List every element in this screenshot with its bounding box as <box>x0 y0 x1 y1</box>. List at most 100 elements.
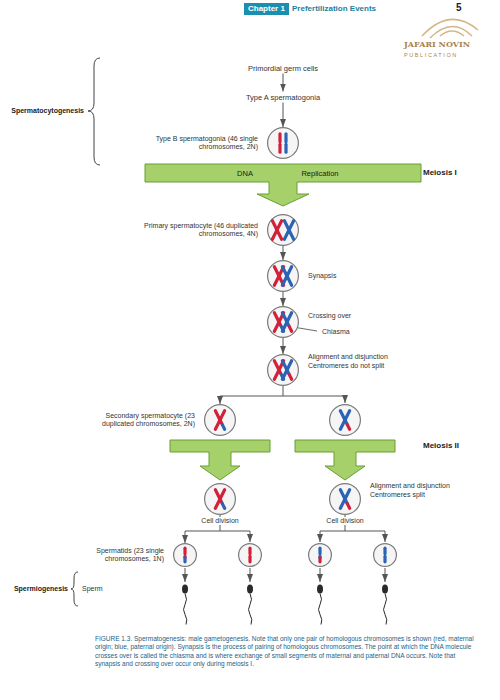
replication-band: DNA Replication <box>145 164 421 182</box>
chromatid <box>248 556 251 562</box>
stage-label: Centromeres split <box>369 491 481 499</box>
chromatid <box>284 134 287 142</box>
stage-label: Spermatids (23 single chromosomes, 1N) <box>83 547 165 564</box>
chromatid <box>248 548 251 554</box>
sperm-head <box>317 585 323 594</box>
cell-shape <box>329 483 361 515</box>
stage-bracket-label: Spermatocytogenesis <box>11 107 84 115</box>
watermark: PUBLICATION <box>404 52 458 59</box>
cell-outline <box>239 544 262 567</box>
flow-arrow <box>220 386 283 404</box>
chromatid <box>289 375 291 380</box>
cell-circle: Alignment and disjunctionCentromeres spl… <box>329 483 361 515</box>
cell-circle: Spermatids (23 single chromosomes, 1N) <box>173 543 197 567</box>
running-head: Prefertilization Events <box>292 4 376 14</box>
sperm-head <box>382 585 388 594</box>
bracket <box>71 572 78 606</box>
cell-shape <box>267 354 299 386</box>
cell-shape <box>267 260 299 292</box>
division-line <box>283 396 345 403</box>
meiosis-arrow <box>170 440 270 480</box>
flow-arrow <box>283 74 284 92</box>
stage-box: Type A spermatogonia <box>244 92 322 103</box>
cell-outline <box>174 544 197 567</box>
cell-circle: Synapsis <box>267 260 299 292</box>
stage-label: Centromeres do not split <box>307 362 439 370</box>
cell-outline <box>268 128 299 159</box>
cell-shape <box>204 483 236 515</box>
chromatid <box>183 558 186 562</box>
division-line <box>250 568 251 582</box>
cell-shape <box>173 543 197 567</box>
division-line <box>185 568 186 582</box>
stage-bracket-label: Spermiogenesis <box>14 585 68 593</box>
chromatid <box>278 134 281 142</box>
sperm-tail <box>384 594 387 625</box>
stage-label: Alignment and disjunction <box>369 482 481 490</box>
band-fill <box>145 164 421 206</box>
stage-label: Sperm <box>82 585 103 593</box>
band-label: Replication <box>301 169 338 178</box>
cell-outline <box>268 355 299 386</box>
flow-arrow <box>283 338 284 354</box>
flow-arrow <box>283 103 284 128</box>
cell-circle: Crossing overChiasma <box>267 306 299 338</box>
stage-label: Crossing over <box>307 312 389 320</box>
stage-label: Primary spermatocyte (46 duplicated chro… <box>132 222 259 239</box>
chromatid <box>278 144 281 152</box>
cell-outline <box>268 215 299 246</box>
chapter-tag: Chapter 1 <box>244 3 289 15</box>
band-label: DNA <box>237 169 253 178</box>
cell-circle: Cell division <box>204 483 236 515</box>
chromatid <box>222 425 224 430</box>
cell-outline <box>374 544 397 567</box>
cell-outline <box>309 544 332 567</box>
cell-circle: Alignment and disjunctionCentromeres do … <box>267 354 299 386</box>
phase-label: Meiosis I <box>423 168 457 178</box>
page-number: 5 <box>456 2 462 14</box>
chromatid <box>289 327 291 332</box>
flow-arrow <box>283 292 284 306</box>
cell-outline <box>268 261 299 292</box>
sperm-head <box>182 585 188 594</box>
chromatid <box>287 276 292 285</box>
watermark: JAFARI NOVIN <box>404 40 470 50</box>
phase-label: Meiosis II <box>423 441 459 451</box>
stage-box: Primordial germ cells <box>246 63 320 74</box>
cell-shape <box>267 214 299 246</box>
stage-label: Primordial germ cells <box>248 64 318 73</box>
flow-arrow <box>283 246 284 260</box>
chromatid <box>318 558 321 562</box>
cell-outline <box>268 307 299 338</box>
chromatid <box>284 144 287 152</box>
division-line <box>320 531 385 542</box>
sperm-head <box>247 585 253 594</box>
chromatid <box>347 425 349 430</box>
cell-shape <box>204 404 236 436</box>
sperm-tail <box>319 594 322 625</box>
cell-shape <box>267 306 299 338</box>
cell-outline <box>205 405 236 436</box>
cell-circle: Type B spermatogonia (46 single chromoso… <box>267 127 299 159</box>
chromatid <box>347 504 349 509</box>
cell-circle: Primary spermatocyte (46 duplicated chro… <box>267 214 299 246</box>
chromatid <box>383 556 386 562</box>
cell-outline <box>330 405 361 436</box>
division-line <box>320 568 321 582</box>
sperm-tail <box>249 594 252 625</box>
logo-ornament <box>440 31 464 36</box>
cell-shape <box>267 127 299 159</box>
stage-label: Synapsis <box>307 272 389 280</box>
stage-label: Cell division <box>200 517 239 525</box>
division-line <box>220 531 250 542</box>
stage-label: Chiasma <box>321 328 383 336</box>
stage-label: Secondary spermatocyte (23 duplicated ch… <box>79 412 196 429</box>
logo-ornament <box>430 26 472 38</box>
chromatid <box>289 230 294 239</box>
division-line <box>385 568 386 582</box>
chromatid <box>183 548 186 554</box>
chromatid <box>318 548 321 554</box>
